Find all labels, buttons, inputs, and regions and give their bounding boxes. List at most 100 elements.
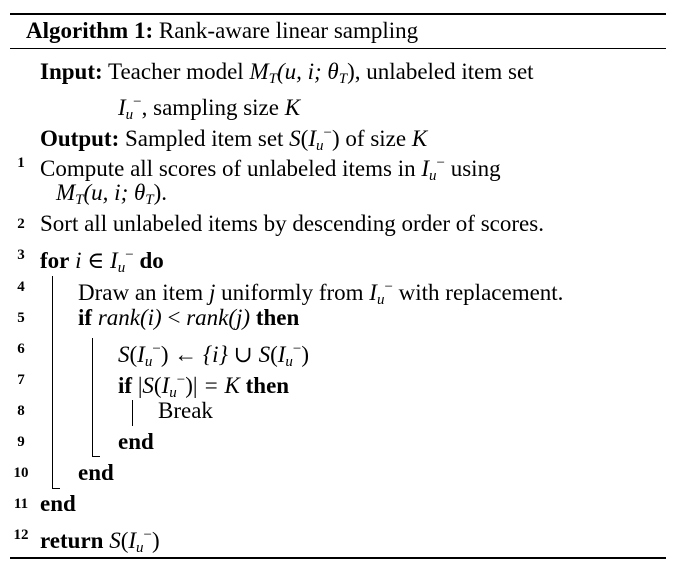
- line-number: 3: [17, 247, 25, 263]
- step-2: 2 Sort all unlabeled items by descending…: [10, 209, 666, 239]
- input-text: unlabeled item set: [366, 59, 534, 84]
- math-k: K: [284, 95, 301, 120]
- keyword-return: return: [40, 528, 104, 553]
- math-in: ∈: [87, 248, 105, 273]
- set-sup: −: [143, 527, 153, 543]
- math-rank: rank: [186, 305, 229, 330]
- for-block-bar: [52, 276, 53, 488]
- set-sup: −: [323, 125, 332, 141]
- math-sub: T: [145, 192, 154, 208]
- set-symbol: I: [137, 342, 145, 367]
- set-sub: u: [376, 292, 385, 308]
- top-rule: [10, 13, 666, 15]
- input-text: , sampling size: [141, 95, 279, 120]
- line-number: 9: [17, 434, 25, 450]
- for-block-tick: [52, 488, 60, 489]
- set-symbol: I: [369, 280, 377, 305]
- math-sub: T: [268, 71, 277, 87]
- step-8: 8 Break: [10, 396, 666, 426]
- math-sub: T: [75, 192, 84, 208]
- math-arrow: ←: [174, 342, 198, 367]
- math-s: S: [142, 373, 154, 398]
- input-text: Teacher model: [108, 59, 244, 84]
- set-symbol: I: [277, 342, 286, 367]
- set-sup: −: [292, 341, 302, 357]
- set-sub: u: [169, 385, 177, 401]
- keyword-do: do: [139, 248, 164, 273]
- set-sup: −: [133, 94, 142, 110]
- math-args: (u, i; θ: [276, 59, 339, 84]
- output-text: of size: [345, 126, 407, 151]
- set-sub: u: [125, 107, 134, 123]
- math-arg: (i): [139, 305, 162, 330]
- line-number: 12: [13, 527, 29, 543]
- step-text: using: [450, 156, 501, 181]
- step-9: 9 end: [10, 427, 666, 457]
- step-6: 6 S(Iu−) ← {i} ∪ S(Iu−): [10, 334, 666, 370]
- math-rank: rank: [97, 305, 140, 330]
- math-k: K: [411, 126, 428, 151]
- line-number: 2: [17, 216, 25, 232]
- set-symbol: I: [161, 373, 170, 398]
- step-5: 5 if rank(i) < rank(j) then: [10, 303, 666, 333]
- step-text: Compute all scores of unlabeled items in: [40, 156, 416, 181]
- bottom-rule: [10, 557, 666, 559]
- header-rule: [10, 48, 666, 49]
- keyword-then: then: [245, 373, 290, 398]
- step-text: uniformly from: [221, 280, 364, 305]
- math-set-i: {i}: [202, 342, 228, 367]
- math-args: (u, i; θ: [83, 180, 146, 205]
- step-12: 12 return S(Iu−): [10, 520, 666, 556]
- step-10: 10 end: [10, 458, 666, 488]
- step-4: 4 Draw an item j uniformly from Iu− with…: [10, 272, 666, 308]
- math-s: S: [258, 342, 271, 367]
- input-line-2: Iu−, sampling size K: [10, 87, 666, 123]
- set-symbol: I: [421, 156, 430, 181]
- line-number: 8: [17, 403, 25, 419]
- line-number: 11: [13, 496, 29, 512]
- math-s: S: [118, 342, 130, 367]
- algorithm-block: Algorithm 1: Rank-aware linear sampling …: [10, 0, 666, 571]
- algorithm-title: Rank-aware linear sampling: [158, 18, 419, 43]
- if-block-bar: [92, 338, 93, 456]
- math-op: <: [167, 305, 181, 330]
- math-m: M: [249, 59, 269, 84]
- set-sub: u: [136, 540, 144, 556]
- set-symbol: I: [118, 95, 126, 120]
- input-keyword: Input:: [40, 59, 103, 84]
- step-7: 7 if |S(Iu−)| = K then: [10, 365, 666, 401]
- output-keyword: Output:: [40, 126, 120, 151]
- step-text: with replacement.: [398, 280, 564, 305]
- step-11: 11 end: [10, 489, 666, 519]
- math-m: M: [56, 180, 76, 205]
- line-number: 10: [13, 465, 29, 481]
- output-text: Sampled item set: [125, 126, 284, 151]
- step-3: 3 for i ∈ Iu− do: [10, 240, 666, 276]
- set-sub: u: [285, 354, 293, 370]
- algorithm-label: Algorithm 1:: [26, 18, 154, 43]
- math-arg: (j): [228, 305, 251, 330]
- math-close: ),: [347, 59, 361, 84]
- keyword-then: then: [255, 305, 300, 330]
- keyword-if: if: [78, 305, 93, 330]
- set-sup: −: [152, 341, 161, 357]
- set-symbol: I: [308, 126, 317, 151]
- algorithm-header: Algorithm 1: Rank-aware linear sampling: [10, 16, 666, 46]
- math-s: S: [109, 528, 121, 553]
- math-cup: ∪: [233, 342, 253, 367]
- line-number: 4: [17, 279, 25, 295]
- inner-if-bar: [132, 400, 133, 426]
- set-sup: −: [176, 372, 186, 388]
- set-sub: u: [144, 354, 153, 370]
- step-1: 1 Compute all scores of unlabeled items …: [10, 148, 666, 184]
- set-symbol: I: [110, 248, 118, 273]
- line-number: 5: [17, 310, 25, 326]
- keyword-end: end: [118, 429, 154, 454]
- keyword-end: end: [78, 460, 114, 485]
- set-sup: −: [436, 155, 445, 171]
- set-symbol: I: [128, 528, 137, 553]
- input-line-1: Input: Teacher model MT(u, i; θT), unlab…: [10, 57, 666, 87]
- step-1-cont: MT(u, i; θT).: [56, 180, 168, 208]
- set-sub: u: [316, 138, 324, 154]
- math-s: S: [289, 126, 301, 151]
